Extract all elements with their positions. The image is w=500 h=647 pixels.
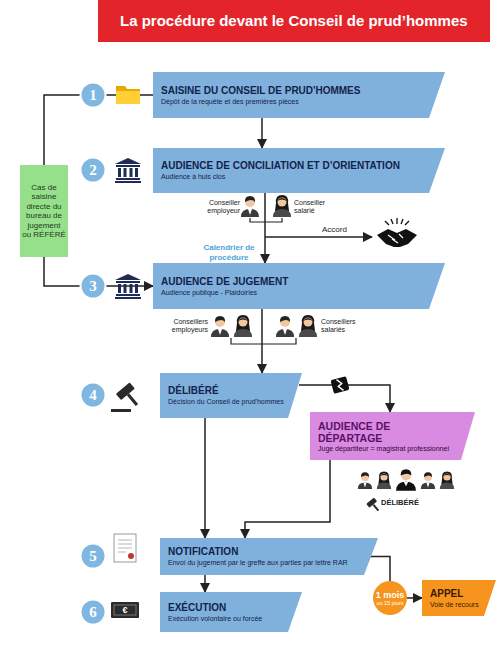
flow-connector bbox=[261, 118, 263, 148]
departage-box: AUDIENCE DE DÉPARTAGEJuge départiteur = … bbox=[310, 412, 475, 460]
departage-people bbox=[358, 469, 454, 491]
flow-connector bbox=[370, 557, 390, 582]
delay-circle: 1 moisou 15 jours bbox=[373, 581, 407, 615]
node-body: Décision du Conseil de prud'hommes bbox=[168, 397, 284, 406]
folder-icon bbox=[116, 86, 140, 104]
node-heading: APPEL bbox=[430, 588, 463, 600]
callout-number: 5 bbox=[81, 547, 105, 565]
judgement-people bbox=[211, 315, 317, 344]
title-banner: La procédure devant le Conseil de prud’h… bbox=[98, 0, 490, 42]
currency-symbol: € bbox=[117, 604, 133, 616]
node-heading: 1 mois bbox=[376, 590, 405, 600]
diagram-title: La procédure devant le Conseil de prud’h… bbox=[120, 12, 468, 29]
step-banner: SAISINE DU CONSEIL DE PRUD'HOMMESDépôt d… bbox=[153, 72, 445, 118]
node-body: Audience à huis clos bbox=[161, 172, 225, 181]
appeal-box: APPELVoie de recours bbox=[422, 580, 496, 616]
person-label: Conseiller employeur bbox=[196, 199, 240, 215]
flow-connector bbox=[264, 193, 266, 263]
node-body: ou 15 jours bbox=[376, 600, 403, 607]
callout-number: 2 bbox=[81, 161, 105, 179]
courthouse-icon bbox=[115, 158, 141, 299]
callout-number: 6 bbox=[81, 603, 105, 621]
council-people bbox=[241, 195, 291, 222]
banknote-icon bbox=[111, 602, 139, 618]
node-body: Juge départiteur = magistrat professionn… bbox=[318, 444, 449, 453]
node-body: Exécution volontaire ou forcée bbox=[168, 614, 262, 623]
node-heading: AUDIENCE DE DÉPARTAGE bbox=[318, 420, 428, 444]
accord-arrow bbox=[265, 237, 372, 238]
node-body: Envoi du jugement par le greffe aux part… bbox=[168, 558, 348, 567]
node-body: Audience publique - Plaidoiries bbox=[161, 288, 257, 297]
disagreement-icon bbox=[330, 376, 349, 394]
deliberation-label: DÉLIBÉRÉ bbox=[381, 498, 437, 507]
callout-number: 4 bbox=[81, 386, 105, 404]
handshake-icon bbox=[377, 218, 417, 247]
node-heading: SAISINE DU CONSEIL DE PRUD'HOMMES bbox=[161, 85, 360, 97]
small-gavel bbox=[366, 497, 382, 513]
gavel-icon bbox=[111, 382, 144, 412]
flow-connector bbox=[204, 575, 206, 592]
node-heading: NOTIFICATION bbox=[168, 546, 238, 558]
step-banner: AUDIENCE DE JUGEMENTAudience publique - … bbox=[153, 263, 445, 309]
callout-circles bbox=[81, 83, 106, 625]
node-body: Voie de recours bbox=[430, 600, 479, 609]
step-banner: DÉLIBÉRÉDécision du Conseil de prud'homm… bbox=[160, 373, 302, 418]
flow-connector bbox=[407, 597, 422, 599]
node-heading: EXÉCUTION bbox=[168, 602, 226, 614]
step-banner: NOTIFICATIONEnvoi du jugement par le gre… bbox=[160, 538, 378, 575]
document-icon bbox=[114, 534, 136, 562]
node-heading: Cas de saisine directe du bureau de juge… bbox=[22, 183, 66, 240]
person-label: Conseillers salariés bbox=[321, 318, 367, 334]
person-label: Conseiller salarié bbox=[294, 199, 338, 215]
node-body: Dépôt de la requête et des premières piè… bbox=[161, 97, 299, 106]
node-heading: AUDIENCE DE JUGEMENT bbox=[161, 276, 288, 288]
callout-number: 3 bbox=[81, 277, 105, 295]
flow-connector bbox=[245, 460, 330, 538]
shortcut-box: Cas de saisine directe du bureau de juge… bbox=[20, 165, 68, 257]
callout-number: 1 bbox=[81, 86, 105, 104]
person-label: Conseillers employeurs bbox=[162, 318, 208, 334]
branch-label: Accord bbox=[322, 225, 366, 235]
node-heading: DÉLIBÉRÉ bbox=[168, 385, 219, 397]
step-banner: EXÉCUTIONExécution volontaire ou forcée bbox=[160, 592, 302, 632]
flow-connector bbox=[261, 309, 263, 373]
step-banner: AUDIENCE DE CONCILIATION ET D’ORIENTATIO… bbox=[153, 148, 445, 193]
flow-connector bbox=[204, 418, 206, 538]
edge-label: Calendrier de procédure bbox=[196, 243, 262, 262]
node-heading: AUDIENCE DE CONCILIATION ET D’ORIENTATIO… bbox=[161, 160, 400, 172]
